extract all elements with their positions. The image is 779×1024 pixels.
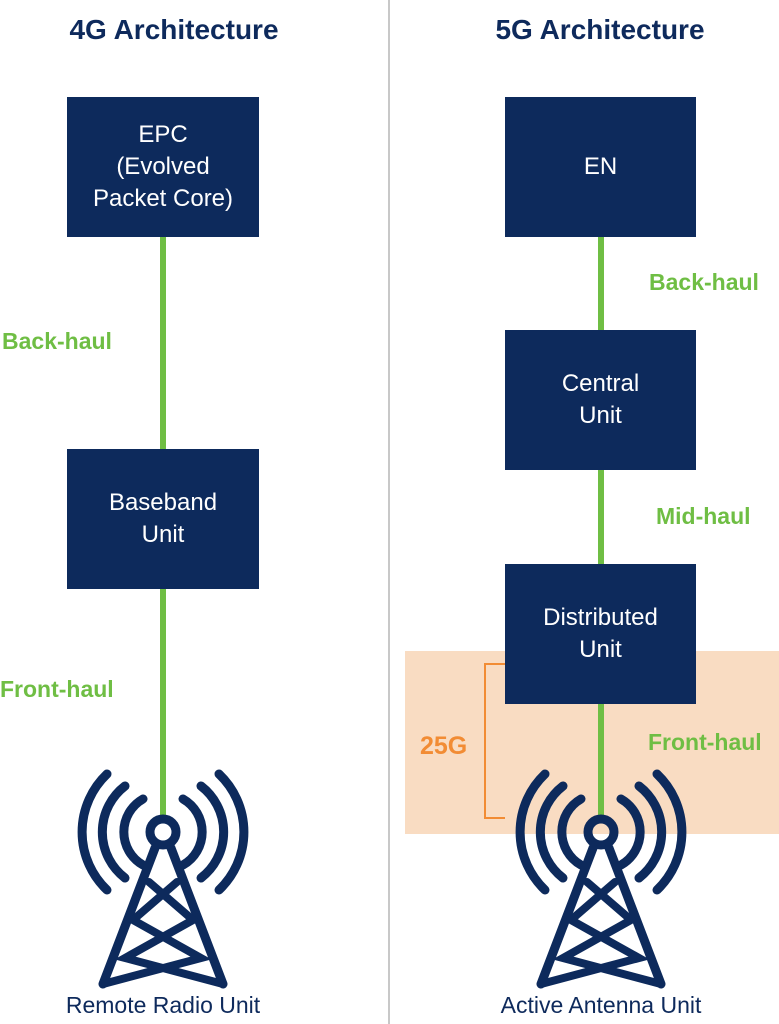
epc-box: EPC (Evolved Packet Core) bbox=[67, 97, 259, 237]
midhaul-link-5g bbox=[598, 469, 604, 565]
backhaul-link-4g bbox=[160, 236, 166, 450]
central-line-2: Unit bbox=[579, 402, 622, 429]
epc-line-1: EPC bbox=[138, 121, 188, 148]
title-4g: 4G Architecture bbox=[69, 14, 279, 45]
fronthaul-label-5g: Front-haul bbox=[648, 729, 762, 755]
title-5g: 5G Architecture bbox=[495, 14, 705, 45]
bandwidth-label: 25G bbox=[420, 732, 468, 760]
fronthaul-link-4g bbox=[160, 588, 166, 820]
midhaul-label-5g: Mid-haul bbox=[656, 503, 751, 529]
en-box: EN bbox=[505, 97, 696, 237]
central-unit-box: Central Unit bbox=[505, 330, 696, 470]
en-line-1: EN bbox=[583, 153, 618, 180]
baseband-unit-box: Baseband Unit bbox=[67, 449, 259, 589]
fronthaul-link-5g bbox=[598, 703, 604, 820]
baseband-line-1: Baseband bbox=[108, 489, 218, 516]
backhaul-label-5g: Back-haul bbox=[649, 269, 759, 295]
backhaul-link-5g bbox=[598, 236, 604, 332]
baseband-line-2: Unit bbox=[141, 521, 185, 548]
distributed-line-1: Distributed bbox=[543, 604, 658, 631]
remote-radio-unit-caption: Remote Radio Unit bbox=[65, 992, 261, 1018]
epc-line-3: Packet Core) bbox=[92, 185, 234, 212]
central-line-1: Central bbox=[561, 370, 640, 397]
fronthaul-label-4g: Front-haul bbox=[0, 676, 114, 702]
radio-tower-icon bbox=[515, 769, 687, 989]
distributed-line-2: Unit bbox=[579, 636, 622, 663]
backhaul-label-4g: Back-haul bbox=[2, 328, 112, 354]
column-divider bbox=[388, 0, 390, 1024]
distributed-unit-box: Distributed Unit bbox=[505, 564, 696, 704]
epc-line-2: (Evolved bbox=[116, 153, 210, 180]
active-antenna-unit-caption: Active Antenna Unit bbox=[500, 992, 702, 1018]
radio-tower-icon bbox=[77, 769, 249, 989]
bandwidth-bracket bbox=[484, 663, 505, 819]
